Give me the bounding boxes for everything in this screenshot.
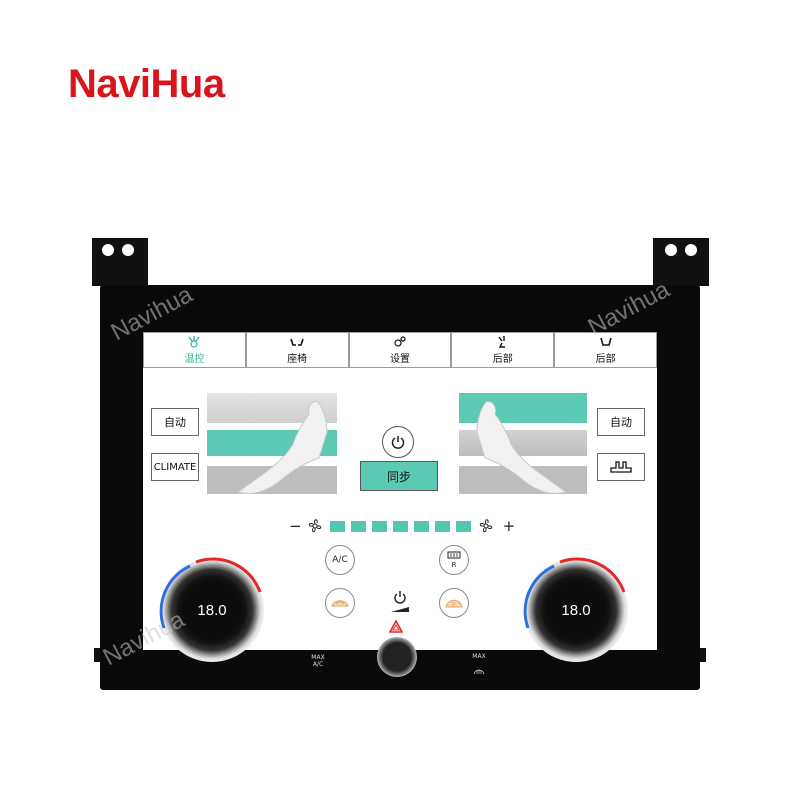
left-temperature-knob[interactable]: 18.0 bbox=[159, 557, 264, 662]
tab-label: 后部 bbox=[492, 354, 513, 365]
fan-speed-row: − + bbox=[285, 517, 519, 535]
fan-level-segment[interactable] bbox=[392, 520, 408, 532]
left-auto-button[interactable]: 自动 bbox=[151, 408, 199, 436]
recirculation-icon bbox=[331, 600, 349, 607]
fan-climate-icon bbox=[188, 336, 200, 348]
right-seat-figure bbox=[476, 401, 568, 494]
ambient-power-icon[interactable] bbox=[389, 590, 411, 614]
left-climate-button[interactable]: CLIMATE bbox=[151, 453, 199, 481]
fan-level-bar[interactable] bbox=[329, 520, 477, 532]
rear-climate-icon bbox=[498, 336, 505, 348]
tab-seat[interactable]: 座椅 bbox=[245, 332, 349, 368]
tab-climate[interactable]: 温控 bbox=[143, 332, 246, 368]
max-defrost-icon bbox=[473, 669, 485, 675]
tab-label: 温控 bbox=[184, 354, 205, 365]
fan-level-segment[interactable] bbox=[371, 520, 387, 532]
rear-defrost-button[interactable]: R bbox=[439, 545, 469, 575]
right-auto-button[interactable]: 自动 bbox=[597, 408, 645, 436]
right-seat-heat-button[interactable] bbox=[597, 453, 645, 481]
power-icon bbox=[391, 436, 405, 449]
seat-heat-icon bbox=[610, 461, 632, 473]
right-mount-leg bbox=[663, 260, 693, 286]
right-temp-display: 18.0 bbox=[546, 580, 606, 640]
rear-defrost-icon bbox=[447, 551, 461, 559]
tab-settings[interactable]: 设置 bbox=[348, 332, 452, 368]
sync-label: 同步 bbox=[386, 469, 411, 484]
left-temp-display: 18.0 bbox=[182, 580, 242, 640]
tab-label: 座椅 bbox=[287, 354, 308, 365]
left-side-clip bbox=[94, 648, 102, 662]
right-side-clip bbox=[698, 648, 706, 662]
button-label: 自动 bbox=[610, 416, 632, 429]
left-temp-value: 18.0 bbox=[197, 601, 227, 619]
settings-icon bbox=[394, 336, 406, 347]
left-mount-leg bbox=[108, 260, 138, 286]
fan-level-segment[interactable] bbox=[413, 520, 429, 532]
right-temp-arc bbox=[523, 557, 626, 629]
left-seat-figure bbox=[236, 401, 328, 494]
max-defrost-label: MAX bbox=[472, 653, 486, 660]
ac-label: A/C bbox=[332, 555, 348, 565]
tab-rear-seat[interactable]: 后部 bbox=[554, 332, 657, 368]
sync-button[interactable]: 同步 bbox=[360, 461, 438, 491]
max-ac-button[interactable]: MAX A/C bbox=[311, 654, 325, 668]
ac-button[interactable]: A/C bbox=[325, 545, 355, 575]
tab-bar: 温控 座椅 设置 后部 后部 bbox=[143, 332, 657, 368]
front-defrost-icon bbox=[445, 599, 463, 608]
right-temperature-knob[interactable]: 18.0 bbox=[523, 557, 628, 662]
fan-level-segment[interactable] bbox=[434, 520, 450, 532]
recirculation-button[interactable] bbox=[325, 588, 355, 618]
fan-increase-button[interactable]: + bbox=[502, 517, 516, 535]
tab-label: 设置 bbox=[389, 354, 410, 365]
max-defrost-button[interactable]: MAX bbox=[468, 653, 490, 679]
fan-max-icon bbox=[479, 519, 492, 533]
right-temp-value: 18.0 bbox=[561, 601, 591, 619]
front-defrost-button[interactable]: F bbox=[439, 588, 469, 618]
center-volume-knob[interactable] bbox=[377, 637, 417, 677]
tab-rear-climate[interactable]: 后部 bbox=[451, 332, 555, 368]
seat-icon bbox=[290, 338, 304, 346]
hazard-icon[interactable] bbox=[389, 620, 403, 634]
fan-level-segment[interactable] bbox=[329, 520, 345, 532]
brand-logo: NaviHua bbox=[68, 62, 225, 106]
rear-seat-icon bbox=[599, 337, 612, 346]
tab-label: 后部 bbox=[595, 354, 616, 365]
left-temp-arc bbox=[159, 557, 262, 629]
fan-level-segment[interactable] bbox=[350, 520, 366, 532]
rear-defrost-label: R bbox=[451, 561, 457, 569]
front-defrost-label: F bbox=[451, 601, 457, 609]
power-button[interactable] bbox=[382, 426, 414, 458]
fan-level-segment[interactable] bbox=[455, 520, 471, 532]
button-label: CLIMATE bbox=[153, 461, 197, 473]
touch-screen: 温控 座椅 设置 后部 后部 自 bbox=[143, 332, 657, 650]
fan-decrease-button[interactable]: − bbox=[289, 517, 302, 535]
fan-icon bbox=[308, 519, 321, 533]
button-label: 自动 bbox=[164, 416, 186, 429]
